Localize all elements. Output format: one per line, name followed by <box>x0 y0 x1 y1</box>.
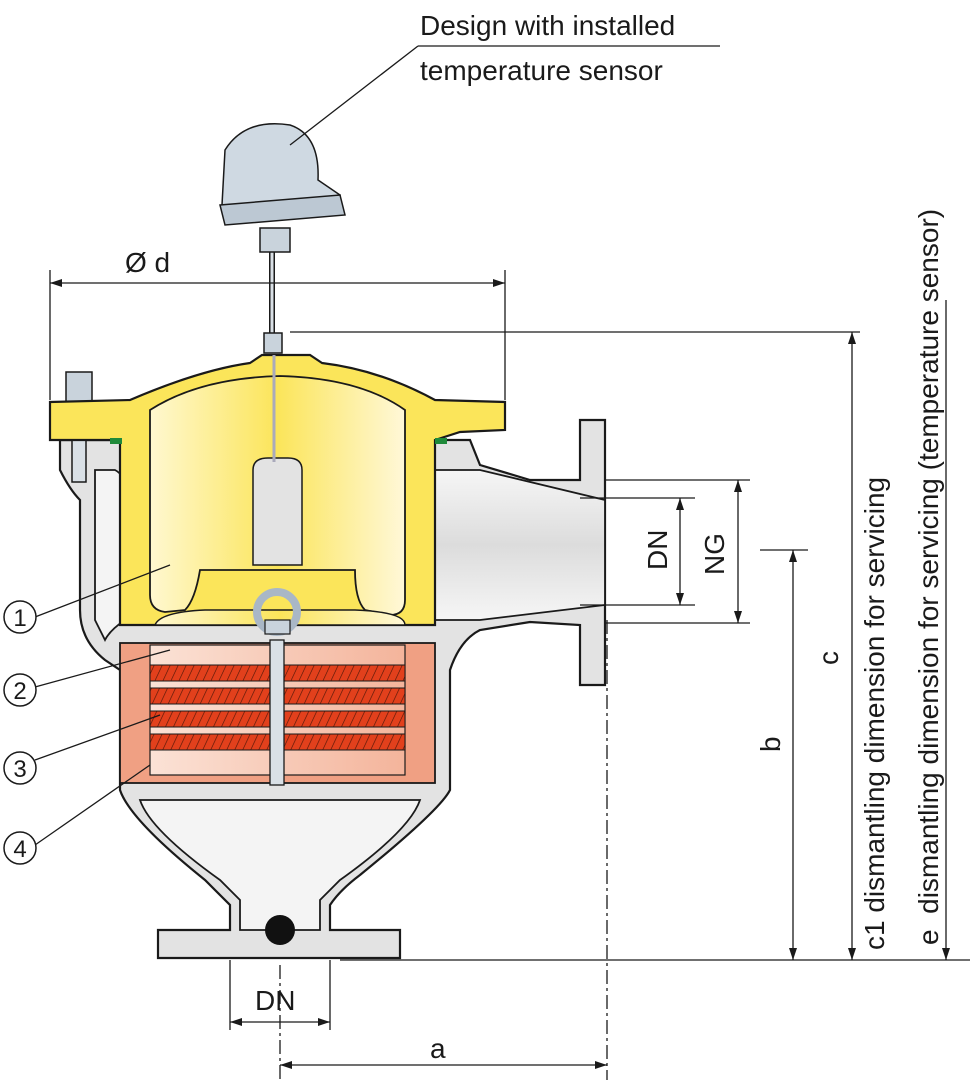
dimension-vertical: b c c1 dismantling dimension for servici… <box>290 209 970 961</box>
callout-line-2: temperature sensor <box>420 55 663 86</box>
seal <box>110 438 122 444</box>
part-1: 1 <box>3 600 37 634</box>
dimension-bottom: DN a <box>229 620 608 1080</box>
drain-hole <box>265 915 295 945</box>
flame-arrester-cartridge <box>119 588 436 786</box>
svg-text:3: 3 <box>13 756 26 783</box>
dimension-c-label: c <box>813 651 844 665</box>
dimension-c1-label: c1 dismantling dimension for servicing <box>859 477 890 950</box>
seal <box>435 438 447 444</box>
dimension-e-label: e dismantling dimension for servicing (t… <box>913 209 944 945</box>
temperature-sensor <box>219 123 346 462</box>
cover <box>48 353 507 627</box>
callout-line-1: Design with installed <box>420 10 675 41</box>
part-callouts: 1 2 3 4 <box>3 564 171 865</box>
dimension-outlet: DN NG <box>580 479 750 624</box>
part-2: 2 <box>3 673 37 707</box>
svg-text:4: 4 <box>13 836 26 863</box>
dimension-d: Ø d <box>49 247 506 400</box>
svg-text:1: 1 <box>13 605 26 632</box>
dimension-a-label: a <box>430 1033 446 1064</box>
part-3: 3 <box>3 751 37 785</box>
callout-leader <box>289 45 419 146</box>
svg-text:2: 2 <box>13 678 26 705</box>
part-4: 4 <box>3 831 37 865</box>
outlet-dn-label: DN <box>642 530 673 570</box>
inlet-dn-label: DN <box>255 985 295 1016</box>
dimension-d-label: Ø d <box>125 247 170 278</box>
dimension-b-label: b <box>755 736 786 752</box>
outlet-ng-label: NG <box>699 533 730 575</box>
